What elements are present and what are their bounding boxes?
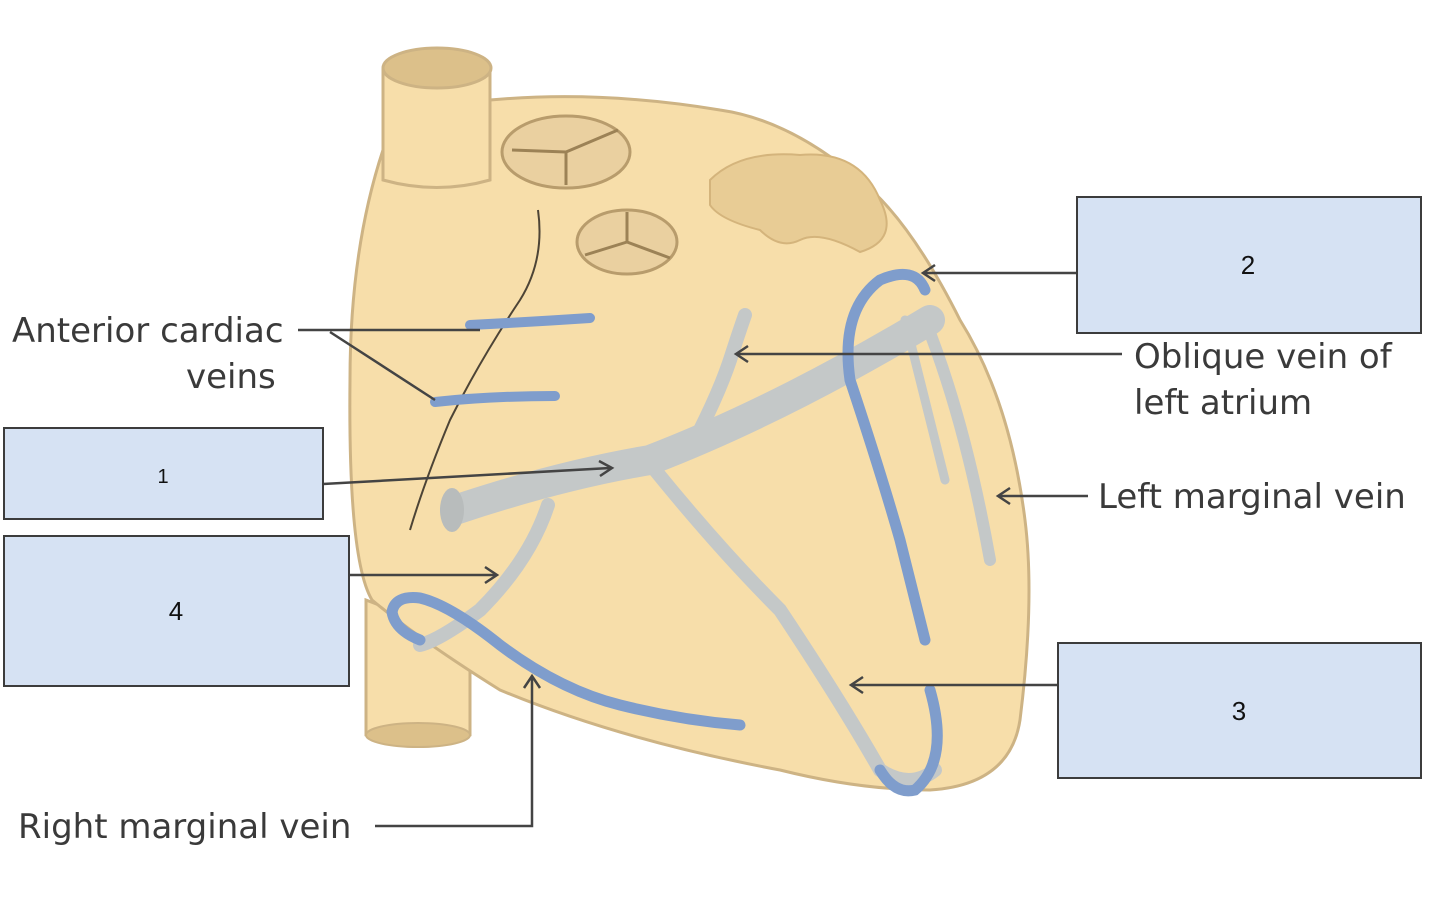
right-marginal-arrowhead <box>522 673 542 689</box>
coronary-sinus-opening <box>440 488 464 532</box>
left-marginal-loop <box>842 268 931 646</box>
inferior-vena-cava-opening <box>365 722 471 748</box>
label-right-marginal: Right marginal vein <box>18 807 351 847</box>
left-auricle <box>709 153 888 254</box>
box1-arrowhead <box>598 459 615 478</box>
answer-box-1[interactable]: 1 <box>3 427 324 520</box>
left-marginal-arrowhead <box>995 486 1011 506</box>
box2-arrowhead <box>920 263 936 283</box>
apical-loop <box>874 684 943 797</box>
blue-veins <box>386 268 943 797</box>
box4-arrowhead <box>484 565 500 585</box>
label-oblique-line1: Oblique vein of <box>1134 337 1393 377</box>
valve-lower <box>575 208 679 276</box>
label-anterior-cardiac-line1: Anterior cardiac <box>12 311 284 351</box>
great-cardiac-vein <box>919 314 996 566</box>
box3-arrowhead <box>848 675 864 695</box>
superior-vena-cava <box>381 68 492 189</box>
answer-box-1-number: 1 <box>157 466 168 488</box>
label-left-marginal: Left marginal vein <box>1098 477 1406 517</box>
label-oblique-line2: left atrium <box>1134 383 1312 423</box>
leader-lines <box>298 263 1122 828</box>
middle-cardiac-vein <box>413 498 555 652</box>
answer-box-3[interactable]: 3 <box>1057 642 1422 779</box>
right-marginal-loop <box>386 592 746 731</box>
answer-box-4[interactable]: 4 <box>3 535 350 687</box>
posterior-vein <box>648 463 942 787</box>
anterior-cardiac-vein-lower <box>430 391 560 407</box>
answer-box-3-number: 3 <box>1232 696 1246 726</box>
text-labels: Anterior cardiac veins Oblique vein of l… <box>12 311 1406 847</box>
anterior-cardiac-vein-upper <box>465 313 595 330</box>
oblique-arrowhead <box>733 344 749 364</box>
anterior-cardiac-leader <box>298 328 480 402</box>
answer-box-2[interactable]: 2 <box>1076 196 1422 334</box>
answer-box-2-number: 2 <box>1241 250 1255 280</box>
valve-upper <box>500 114 632 190</box>
oblique-vein <box>693 308 752 437</box>
right-marginal-leader <box>375 676 534 828</box>
great-cardiac-vein-branch <box>900 315 950 485</box>
box1-leader <box>322 466 611 486</box>
label-anterior-cardiac-line2: veins <box>186 357 276 397</box>
superior-vena-cava-opening <box>381 46 493 90</box>
answer-box-4-number: 4 <box>169 596 183 626</box>
